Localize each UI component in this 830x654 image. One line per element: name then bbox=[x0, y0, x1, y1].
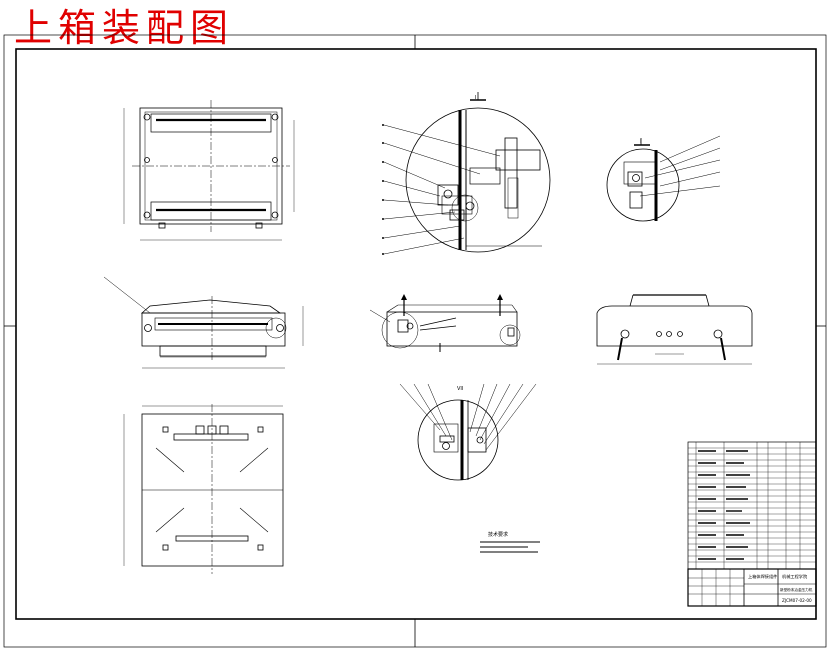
drawing-frame bbox=[3, 34, 827, 648]
title-block-part-name: 上箱体焊接组件 bbox=[748, 573, 777, 580]
top-view bbox=[123, 100, 295, 241]
title-block-drawing-number: ZJCM07-02-00 bbox=[782, 598, 812, 603]
bottom-view bbox=[123, 404, 284, 574]
detail-top-label: I bbox=[475, 95, 476, 101]
notes-title: 技术要求 bbox=[488, 531, 508, 538]
side-view bbox=[369, 294, 521, 352]
title-block-school: 机械工程学院 bbox=[782, 573, 808, 580]
front-view bbox=[103, 276, 304, 369]
detail-bottom-label: VII bbox=[457, 386, 463, 392]
end-view bbox=[596, 294, 753, 365]
detail-view-right: I bbox=[606, 135, 721, 222]
page-title: 上箱装配图 bbox=[14, 6, 235, 50]
title-block: 上箱体焊接组件 机械工程学院 新型粉末冶金压力机 ZJCM07-02-00 bbox=[687, 568, 817, 607]
detail-view-bottom: VII bbox=[399, 383, 537, 481]
parts-list bbox=[687, 441, 817, 570]
technical-notes: 技术要求 bbox=[480, 531, 540, 553]
detail-view-top: I bbox=[382, 92, 551, 255]
detail-right-label: I bbox=[640, 139, 641, 145]
title-block-project: 新型粉末冶金压力机 bbox=[780, 587, 813, 592]
